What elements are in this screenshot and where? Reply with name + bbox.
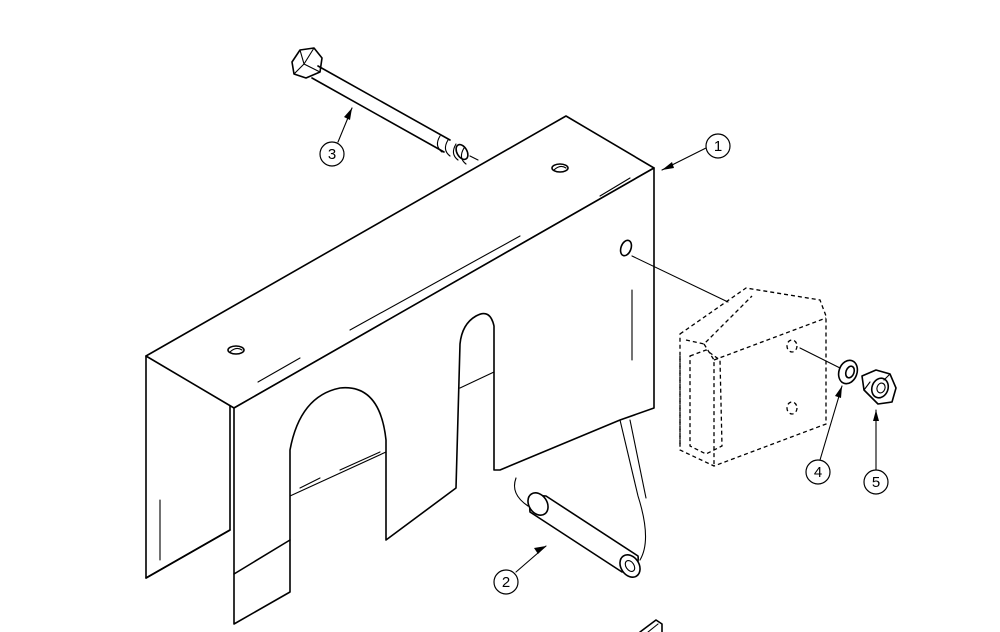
callout-1-group: 1	[661, 133, 731, 171]
bolt	[291, 47, 479, 165]
callout-5-circle	[863, 469, 889, 495]
callout-5: 5	[872, 474, 880, 491]
callout-3-group: 3	[319, 107, 353, 167]
callout-3-circle	[319, 141, 345, 167]
callout-4: 4	[814, 464, 822, 481]
washer	[837, 359, 859, 385]
partial-part-bottom	[639, 619, 663, 632]
callout-4-circle	[805, 459, 831, 485]
callout-2-group: 2	[493, 545, 547, 595]
lock-nut	[861, 369, 897, 405]
callout-1: 1	[714, 138, 722, 155]
spacer-roller	[513, 419, 647, 578]
callout-2: 2	[502, 574, 510, 591]
callout-1-circle	[705, 133, 731, 159]
callout-4-group: 4	[805, 385, 843, 485]
mounting-block-phantom	[679, 287, 841, 467]
bracket-shield	[145, 115, 729, 625]
callout-5-group: 5	[863, 409, 889, 495]
callout-2-circle	[493, 569, 519, 595]
callout-3: 3	[328, 146, 336, 163]
